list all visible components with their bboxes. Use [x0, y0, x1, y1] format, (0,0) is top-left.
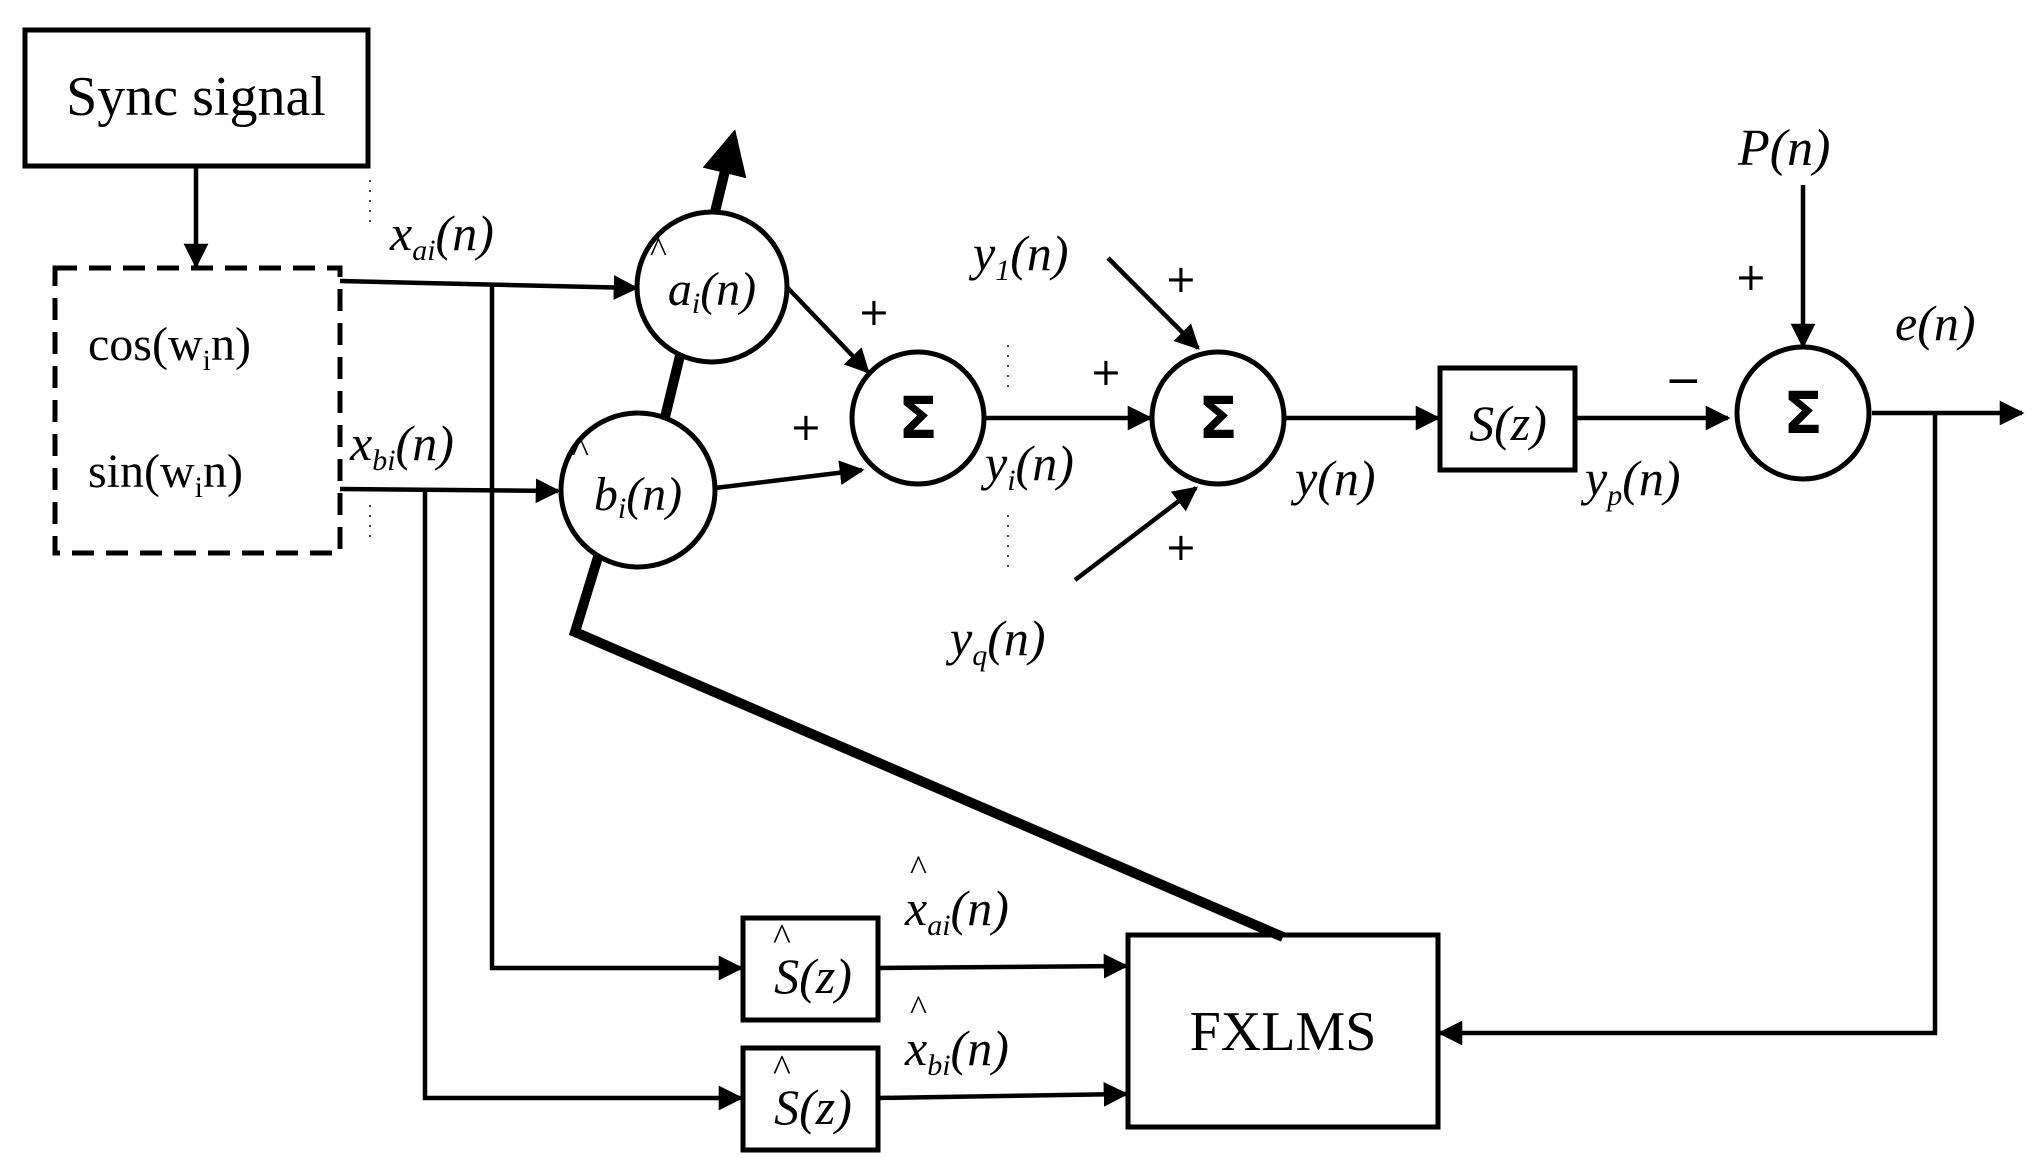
label-xhat-ai-hat: ^	[910, 848, 927, 888]
label-xbi: xbi(n)	[349, 415, 454, 477]
wire-shat-a-to-fxlms	[877, 953, 1129, 979]
cos-label: cos(win)	[88, 318, 251, 377]
oscillator-block	[52, 265, 343, 556]
wire-xbi	[339, 478, 561, 504]
label-y1: y1(n)	[968, 225, 1069, 287]
sign-plus-a: +	[858, 290, 890, 334]
secondary-path-block	[1437, 365, 1578, 473]
sign-plus-yi: +	[1090, 350, 1122, 394]
sync-signal-label: Sync signal	[66, 66, 326, 128]
weight-b-hat: ^	[572, 430, 589, 470]
wire-xai	[339, 275, 639, 300]
label-y: y(n)	[1290, 450, 1376, 506]
secondary-path-label: S(z)	[1469, 395, 1547, 451]
wire-error-feedback	[1437, 413, 1938, 1046]
sign-minus-yp: −	[1665, 355, 1702, 406]
label-yi: yi(n)	[980, 435, 1074, 497]
fxlms-block	[1125, 932, 1441, 1130]
label-yp: yp(n)	[1580, 450, 1681, 512]
wire-fxlms-adapt	[568, 555, 1285, 942]
weight-a-label: ai(n)	[668, 263, 756, 320]
sign-plus-y1: +	[1165, 257, 1197, 301]
wire-xai-branch	[489, 285, 744, 981]
sync-signal-block	[22, 27, 371, 169]
wire-yq-to-sum2	[1073, 486, 1198, 582]
summer-3	[1734, 344, 1872, 482]
sign-plus-p: +	[1735, 255, 1767, 299]
weight-b-node	[558, 410, 718, 570]
summer-1-symbol: Σ	[898, 384, 938, 452]
summer-2	[1149, 349, 1287, 487]
label-xhat-bi: xbi(n)	[904, 1020, 1009, 1082]
sin-label: sin(win)	[88, 445, 243, 504]
wire-shat-b-to-fxlms	[877, 1081, 1129, 1107]
s-hat-block-a	[740, 915, 881, 1023]
label-p: P(n)	[1737, 120, 1830, 177]
wire-xbi-branch	[422, 490, 744, 1111]
wire-b-to-sum1	[714, 460, 865, 491]
s-hat-hat-a: ^	[773, 917, 791, 959]
fxlms-label: FXLMS	[1190, 1001, 1377, 1063]
sign-plus-yq: +	[1165, 525, 1197, 569]
weight-a-node	[634, 209, 790, 365]
s-hat-label-b: S(z)	[774, 1079, 852, 1135]
sign-plus-b: +	[790, 405, 822, 449]
wire-a-to-sum1	[783, 283, 870, 374]
s-hat-hat-b: ^	[773, 1048, 791, 1090]
summer-1	[849, 349, 987, 487]
label-xai: xai(n)	[389, 205, 494, 267]
weight-b-label: bi(n)	[594, 468, 682, 525]
label-e: e(n)	[1895, 295, 1976, 351]
s-hat-label-a: S(z)	[774, 948, 852, 1004]
summer-3-symbol: Σ	[1783, 379, 1823, 447]
weight-a-hat: ^	[650, 230, 667, 270]
label-xhat-bi-hat: ^	[910, 988, 927, 1028]
s-hat-block-b	[740, 1045, 881, 1153]
wire-y1-to-sum2	[1106, 256, 1200, 350]
label-xhat-ai: xai(n)	[904, 880, 1009, 942]
label-yq: yq(n)	[945, 610, 1046, 672]
summer-2-symbol: Σ	[1198, 384, 1238, 452]
